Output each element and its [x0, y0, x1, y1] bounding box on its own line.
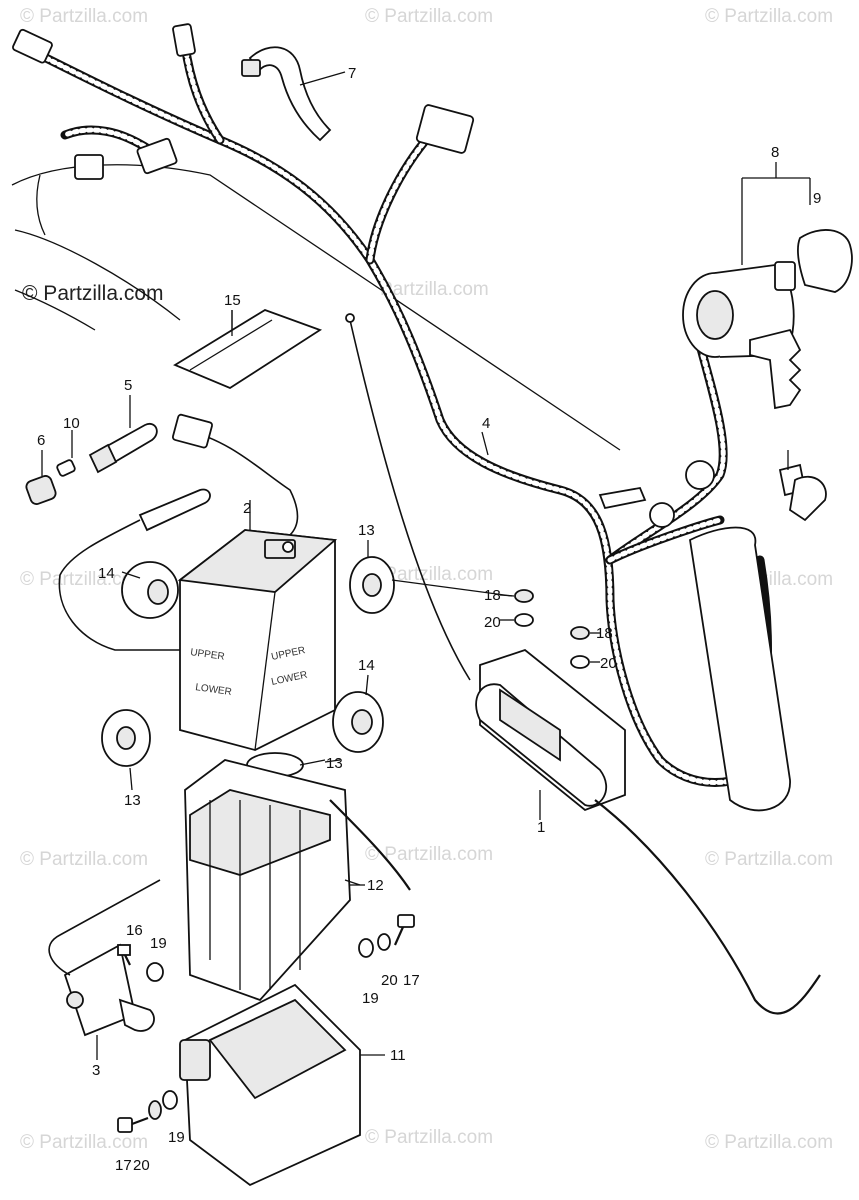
watermark-row3-center: © Partzilla.com: [365, 844, 493, 865]
part-6-fuse-cap: [25, 450, 57, 505]
hardware-20-washer-bottom: [148, 1100, 162, 1120]
callout-11: 11: [390, 1047, 406, 1064]
part-9-switch-cover: [741, 162, 853, 293]
callout-numbers: 1 2 3 4 5 6 7 8 9 10 11 12 13 13 13 14 1…: [37, 65, 821, 1174]
hardware-16-bolt: [117, 944, 131, 966]
fuse-wire: [58, 413, 299, 651]
callout-leaders: [231, 310, 513, 886]
frame-outline: [11, 164, 621, 451]
part-7-band-strap: [241, 46, 346, 142]
part-2-battery: UPPER LOWER UPPER LOWER: [177, 500, 338, 751]
watermark-top-center: © Partzilla.com: [365, 6, 493, 27]
hardware-19-washer-bottom: [162, 1090, 178, 1110]
callout-1: 1: [537, 819, 545, 836]
callout-20-mid: 20: [381, 972, 398, 989]
battery-label-lower-left: LOWER: [195, 682, 233, 698]
part-13-cushion-left: [101, 709, 151, 791]
callout-9: 9: [813, 190, 821, 207]
watermark-bottom-center: © Partzilla.com: [365, 1127, 493, 1148]
watermark-layer: © Partzilla.com © Partzilla.com © Partzi…: [20, 6, 833, 1153]
watermark-bottom-left: © Partzilla.com: [20, 1132, 148, 1153]
callout-3: 3: [92, 1062, 100, 1079]
callout-19-right: 19: [362, 990, 379, 1007]
hardware-17-bolt-bottom: [117, 1116, 149, 1133]
part-5-fuse-holder: [88, 395, 158, 474]
part-10-fuse: [56, 430, 76, 477]
callout-8: 8: [771, 144, 779, 161]
callout-14-right: 14: [358, 657, 375, 674]
callout-2: 2: [243, 500, 251, 517]
part-3-regulator: [48, 879, 161, 1060]
callout-20-upper: 20: [484, 614, 501, 631]
part-15-battery-band: [173, 309, 323, 390]
watermark-row3-right: © Partzilla.com: [705, 849, 833, 870]
callout-14-left: 14: [98, 565, 115, 582]
hardware-17-bolt-right: [393, 914, 415, 946]
hardware-20-washer-mid: [377, 933, 391, 951]
watermark-top-left: © Partzilla.com: [20, 6, 148, 27]
callout-17-right: 17: [403, 972, 420, 989]
hardware-19-washer-left: [146, 962, 164, 982]
watermark-top-right: © Partzilla.com: [705, 6, 833, 27]
part-12-battery-case: [184, 759, 411, 1002]
watermark-row2-left: © Partzilla.com: [20, 569, 148, 590]
battery-label-upper-left: UPPER: [190, 647, 226, 663]
part-8-ignition-switch: [682, 261, 802, 410]
hardware-19-washer-right: [358, 938, 374, 958]
wire-sleeve-right: [689, 450, 827, 812]
callout-16: 16: [126, 922, 143, 939]
hardware-20-washer-right: [570, 655, 600, 669]
callout-10: 10: [63, 415, 80, 432]
callout-18-right: 18: [596, 625, 613, 642]
callout-12: 12: [367, 877, 384, 894]
hardware-20-washer-upper: [500, 613, 534, 627]
part-11-battery-tray: [179, 983, 385, 1187]
watermark-mid-center: Partzilla.com: [380, 279, 489, 300]
callout-13-left: 13: [124, 792, 141, 809]
callout-7: 7: [348, 65, 356, 82]
watermark-bottom-right: © Partzilla.com: [705, 1132, 833, 1153]
callout-17-bottom: 17: [115, 1157, 132, 1174]
watermark-prominent: © Partzilla.com: [22, 282, 164, 305]
callout-19-left: 19: [150, 935, 167, 952]
watermark-row2-center: © Partzilla.com: [365, 564, 493, 585]
callout-20-right: 20: [600, 655, 617, 672]
watermark-row3-left: © Partzilla.com: [20, 849, 148, 870]
callout-4: 4: [482, 415, 490, 432]
callout-13-center: 13: [326, 755, 343, 772]
hardware-18-nut-right: [570, 626, 600, 640]
part-14-cushion-right: [332, 674, 384, 753]
callout-13-upper: 13: [358, 522, 375, 539]
part-14-cushion-left: [121, 561, 179, 619]
callout-20-bottom: 20: [133, 1157, 150, 1174]
callout-6: 6: [37, 432, 45, 449]
callout-15: 15: [224, 292, 241, 309]
part-1-ignition-coil: [345, 313, 821, 1015]
hardware-18-nut-upper: [499, 589, 534, 603]
callout-18-upper: 18: [484, 587, 501, 604]
part-13-cushion-upper: [349, 540, 395, 614]
main-wire-harness: [12, 23, 775, 787]
callout-5: 5: [124, 377, 132, 394]
callout-19-bottom: 19: [168, 1129, 185, 1146]
